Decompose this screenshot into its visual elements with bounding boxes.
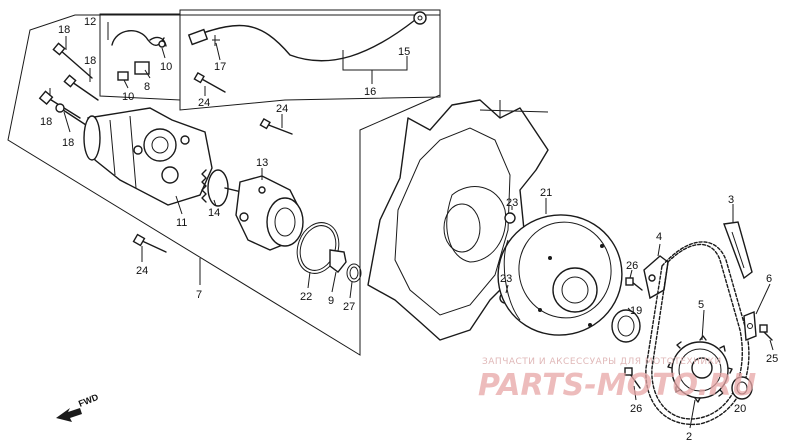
callout-12: 12 (84, 16, 96, 28)
bolt-25 (759, 324, 773, 341)
bolt-18-d (55, 103, 87, 126)
sprocket (667, 335, 733, 403)
bolt-18-a (52, 42, 93, 79)
callout-6: 6 (766, 273, 772, 285)
callout-23-b: 23 (500, 273, 512, 285)
group-frame-clamp (99, 13, 181, 101)
callout-15: 15 (398, 46, 410, 58)
callout-2: 2 (686, 431, 692, 443)
callout-8: 8 (144, 81, 150, 93)
chain-slider (723, 221, 753, 280)
callout-18-c: 18 (40, 116, 52, 128)
callout-22: 22 (300, 291, 312, 303)
callout-24-c: 24 (136, 265, 148, 277)
callout-4: 4 (656, 231, 662, 243)
callout-26-a: 26 (626, 260, 638, 272)
washer (329, 249, 347, 273)
callout-9: 9 (328, 295, 334, 307)
chain-guide-bracket (643, 255, 669, 300)
reduction-gear (201, 169, 259, 207)
callouts: 18 18 18 18 12 10 10 8 17 15 16 24 24 24… (40, 16, 778, 443)
bolt-18-b (63, 74, 99, 101)
callout-21: 21 (540, 187, 552, 199)
callout-7: 7 (196, 289, 202, 301)
oil-seal (611, 309, 641, 343)
bolt-24-c (132, 233, 167, 253)
callout-10-b: 10 (122, 91, 134, 103)
cable-clamp-parts (111, 30, 167, 81)
callout-19: 19 (630, 305, 642, 317)
callout-24-a: 24 (198, 97, 210, 109)
watermark-brand: PARTS-MOTO.RU (478, 368, 756, 403)
callout-24-b: 24 (276, 103, 288, 115)
starter-motor-body (83, 107, 213, 206)
circlip (346, 263, 362, 283)
idle-gear-housing (235, 175, 304, 251)
callout-18-d: 18 (62, 137, 74, 149)
callout-10-a: 10 (160, 61, 172, 73)
callout-23-a: 23 (506, 197, 518, 209)
bolt-26-a (625, 277, 643, 291)
callout-18-a: 18 (58, 24, 70, 36)
watermark-caption: ЗАПЧАСТИ И АКСЕССУАРЫ ДЛЯ МОТОТЕХНИКИ (482, 357, 722, 367)
bolt-24-b (259, 117, 293, 135)
callout-16: 16 (364, 86, 376, 98)
fwd-label: FWD (77, 392, 100, 409)
callout-25: 25 (766, 353, 778, 365)
callout-18-b: 18 (84, 55, 96, 67)
starter-cable (187, 11, 427, 62)
callout-5: 5 (698, 299, 704, 311)
bolt-24-a (193, 71, 226, 93)
callout-3: 3 (728, 194, 734, 206)
callout-13: 13 (256, 157, 268, 169)
callout-14: 14 (208, 207, 220, 219)
fwd-arrow: FWD (56, 392, 100, 422)
lock-plate (743, 310, 757, 342)
callout-20: 20 (734, 403, 746, 415)
collar (731, 376, 753, 400)
bolt-26-b (624, 367, 641, 389)
callout-11: 11 (176, 217, 187, 229)
leader-lines (49, 22, 774, 429)
watermark: ЗАПЧАСТИ И АКСЕССУАРЫ ДЛЯ МОТОТЕХНИКИ PA… (478, 357, 756, 403)
side-cover (497, 214, 623, 336)
callout-27: 27 (343, 301, 355, 313)
callout-26-b: 26 (630, 403, 642, 415)
callout-17: 17 (214, 61, 226, 73)
